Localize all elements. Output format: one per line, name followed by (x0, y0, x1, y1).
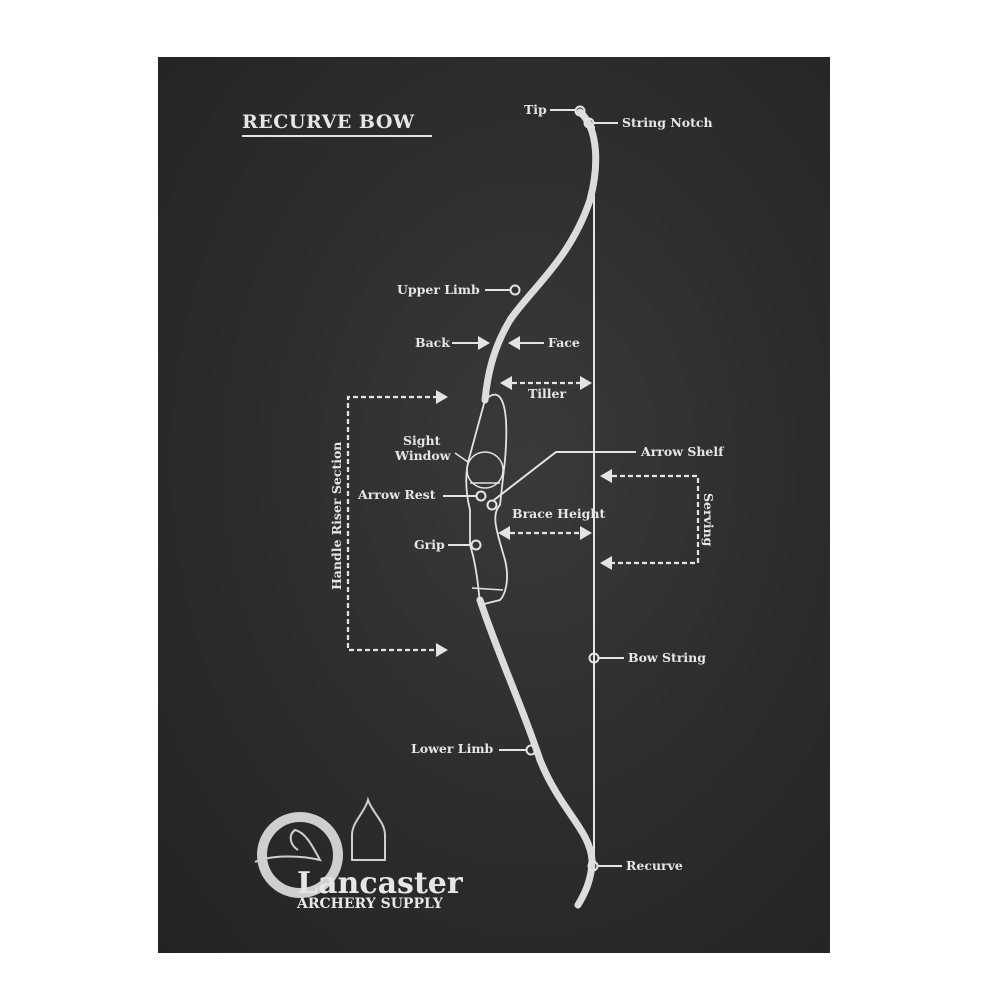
recurve-bow-diagram: RECURVE BOW Tip String Notch Upper Limb … (242, 102, 725, 912)
upper-limb-shape (481, 108, 600, 404)
serving-bracket (612, 474, 700, 565)
string-notch-marker (583, 117, 595, 129)
arrow-rest-marker (475, 490, 487, 502)
label-upper-limb: Upper Limb (397, 282, 480, 297)
arrow-shelf-marker (486, 499, 498, 511)
label-back: Back (415, 335, 450, 350)
label-tiller: Tiller (528, 386, 567, 401)
label-serving: Serving (701, 493, 716, 547)
logo-tent-icon (351, 796, 386, 861)
label-bow-string: Bow String (628, 650, 706, 665)
logo-name: Lancaster (297, 866, 464, 901)
label-handle-riser-section: Handle Riser Section (329, 442, 344, 590)
face-arrow-icon (508, 336, 520, 350)
back-arrow-icon (478, 336, 490, 350)
label-tip: Tip (524, 102, 547, 117)
label-string-notch: String Notch (622, 115, 713, 130)
sight-window-circle (466, 451, 504, 489)
upper-limb-marker (509, 284, 521, 296)
recurve-marker (587, 860, 599, 872)
tip-marker (574, 105, 586, 117)
label-lower-limb: Lower Limb (411, 741, 494, 756)
riser-outline (465, 393, 508, 607)
label-arrow-shelf: Arrow Shelf (640, 444, 725, 459)
diagram-title: RECURVE BOW (242, 111, 415, 133)
logo-archer-icon (254, 828, 322, 863)
bow-string-marker (588, 652, 600, 664)
label-recurve: Recurve (626, 858, 683, 873)
label-sight-window-2: Window (394, 448, 452, 463)
label-sight-window-1: Sight (403, 433, 441, 448)
label-brace-height: Brace Height (512, 506, 606, 521)
label-face: Face (548, 335, 580, 350)
logo-target-ring-icon (257, 812, 343, 898)
handle-riser-bracket (346, 395, 438, 652)
label-arrow-rest: Arrow Rest (357, 487, 436, 502)
lower-limb-shape (476, 596, 596, 909)
chalkboard-poster: RECURVE BOW Tip String Notch Upper Limb … (158, 57, 830, 953)
lower-limb-marker (525, 744, 537, 756)
logo-tagline: ARCHERY SUPPLY (296, 896, 444, 912)
label-grip: Grip (414, 537, 445, 552)
grip-marker (470, 539, 482, 551)
lancaster-logo: Lancaster ARCHERY SUPPLY (254, 796, 464, 912)
